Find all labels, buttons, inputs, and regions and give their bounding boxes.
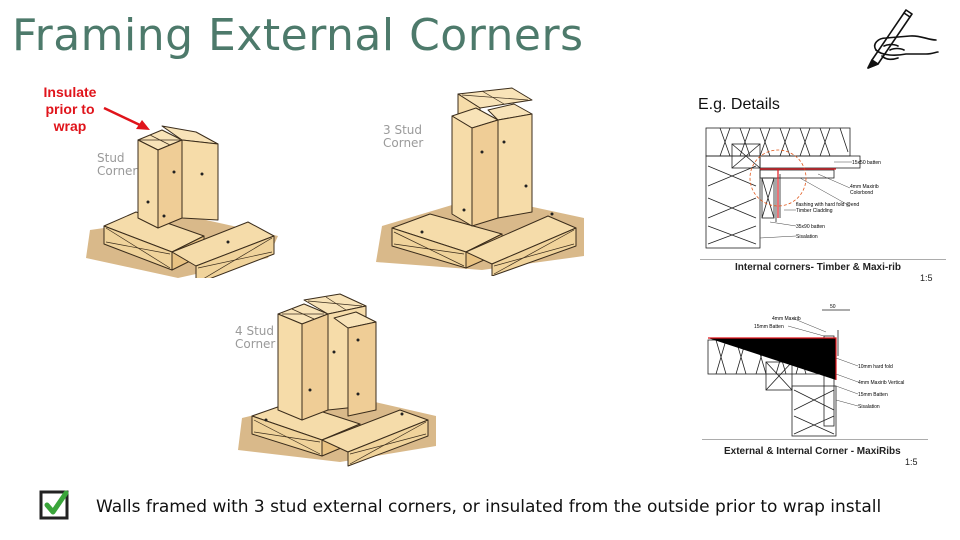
detail2-note-3: 10mm hard fold — [858, 364, 893, 370]
detail1-note-3: Colorbond — [850, 190, 873, 196]
detail2-caption: External & Internal Corner - MaxiRibs — [724, 446, 901, 457]
red-arrow-icon — [103, 106, 150, 130]
slide-title: Framing External Corners — [12, 10, 584, 61]
detail1-scale: 1:5 — [920, 273, 933, 283]
detail2-note-2: 15mm Batten — [754, 324, 784, 330]
detail1-note-6: 35x90 batten — [796, 224, 825, 230]
insulate-callout: Insulate prior to wrap — [43, 84, 97, 134]
detail-external-corner-drawing: 50 4mm Maxirib 15mm Batten 10mm hard fol… — [702, 304, 928, 440]
detail2-note-4: 4mm Maxirib Vertical — [858, 380, 904, 386]
stud-corner-illustration — [86, 125, 278, 278]
three-stud-corner-illustration — [376, 87, 584, 276]
detail2-note-1: 4mm Maxirib — [772, 316, 801, 322]
details-heading: E.g. Details — [698, 96, 780, 113]
detail1-note-1: 15x50 batten — [852, 160, 881, 166]
detail2-note-6: Sisalation — [858, 404, 880, 410]
footer-statement: Walls framed with 3 stud external corner… — [96, 497, 882, 517]
hand-writing-pencil-icon — [867, 9, 939, 69]
four-stud-corner-illustration — [238, 293, 436, 467]
detail1-note-7: Sisalation — [796, 234, 818, 240]
detail2-dimension: 50 — [830, 304, 836, 310]
checkbox-checked-icon — [39, 490, 69, 520]
detail1-note-4: flashing with hard fold @end — [796, 202, 859, 208]
three-stud-corner-label: 3 Stud Corner — [383, 123, 424, 150]
detail-internal-corner-drawing: 15x50 batten 4mm Maxirib Colorbond flash… — [700, 127, 946, 260]
stud-corner-label: Stud Corner — [97, 151, 138, 178]
detail1-caption: Internal corners- Timber & Maxi-rib — [735, 262, 901, 273]
detail1-note-2: 4mm Maxirib — [850, 184, 879, 190]
four-stud-corner-label: 4 Stud Corner — [235, 324, 276, 351]
detail2-scale: 1:5 — [905, 457, 918, 467]
detail2-note-5: 15mm Batten — [858, 392, 888, 398]
detail1-note-5: Timber Cladding — [796, 208, 833, 214]
